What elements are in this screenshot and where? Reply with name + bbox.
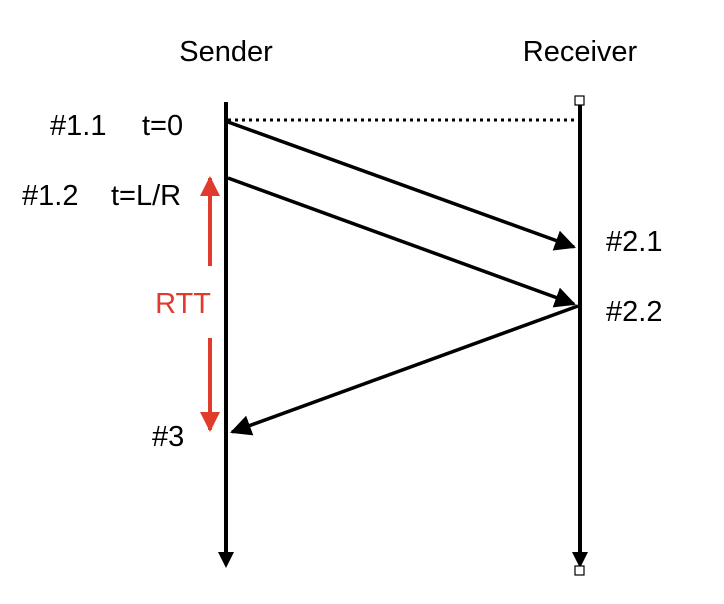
event-label-2-1: #2.1 xyxy=(606,226,662,258)
event-label-3: #3 xyxy=(152,421,184,453)
ack-arrow xyxy=(230,304,579,436)
sender-header: Sender xyxy=(179,36,273,68)
receiver-timeline-arrowhead xyxy=(572,552,588,568)
time-label-t0: t=0 xyxy=(142,110,183,142)
sender-timeline-arrowhead xyxy=(218,552,234,568)
event-label-1-2: #1.2 xyxy=(22,180,78,212)
receiver-bottom-handle xyxy=(574,565,585,576)
receiver-header: Receiver xyxy=(523,36,638,68)
event-label-1-1: #1.1 xyxy=(50,110,106,142)
time-label-t-lr: t=L/R xyxy=(111,180,181,212)
rtt-label: RTT xyxy=(155,288,211,320)
message-arrow-1 xyxy=(227,120,576,251)
message-arrow-2 xyxy=(227,176,576,308)
receiver-top-handle xyxy=(574,95,585,106)
event-label-2-2: #2.2 xyxy=(606,296,662,328)
